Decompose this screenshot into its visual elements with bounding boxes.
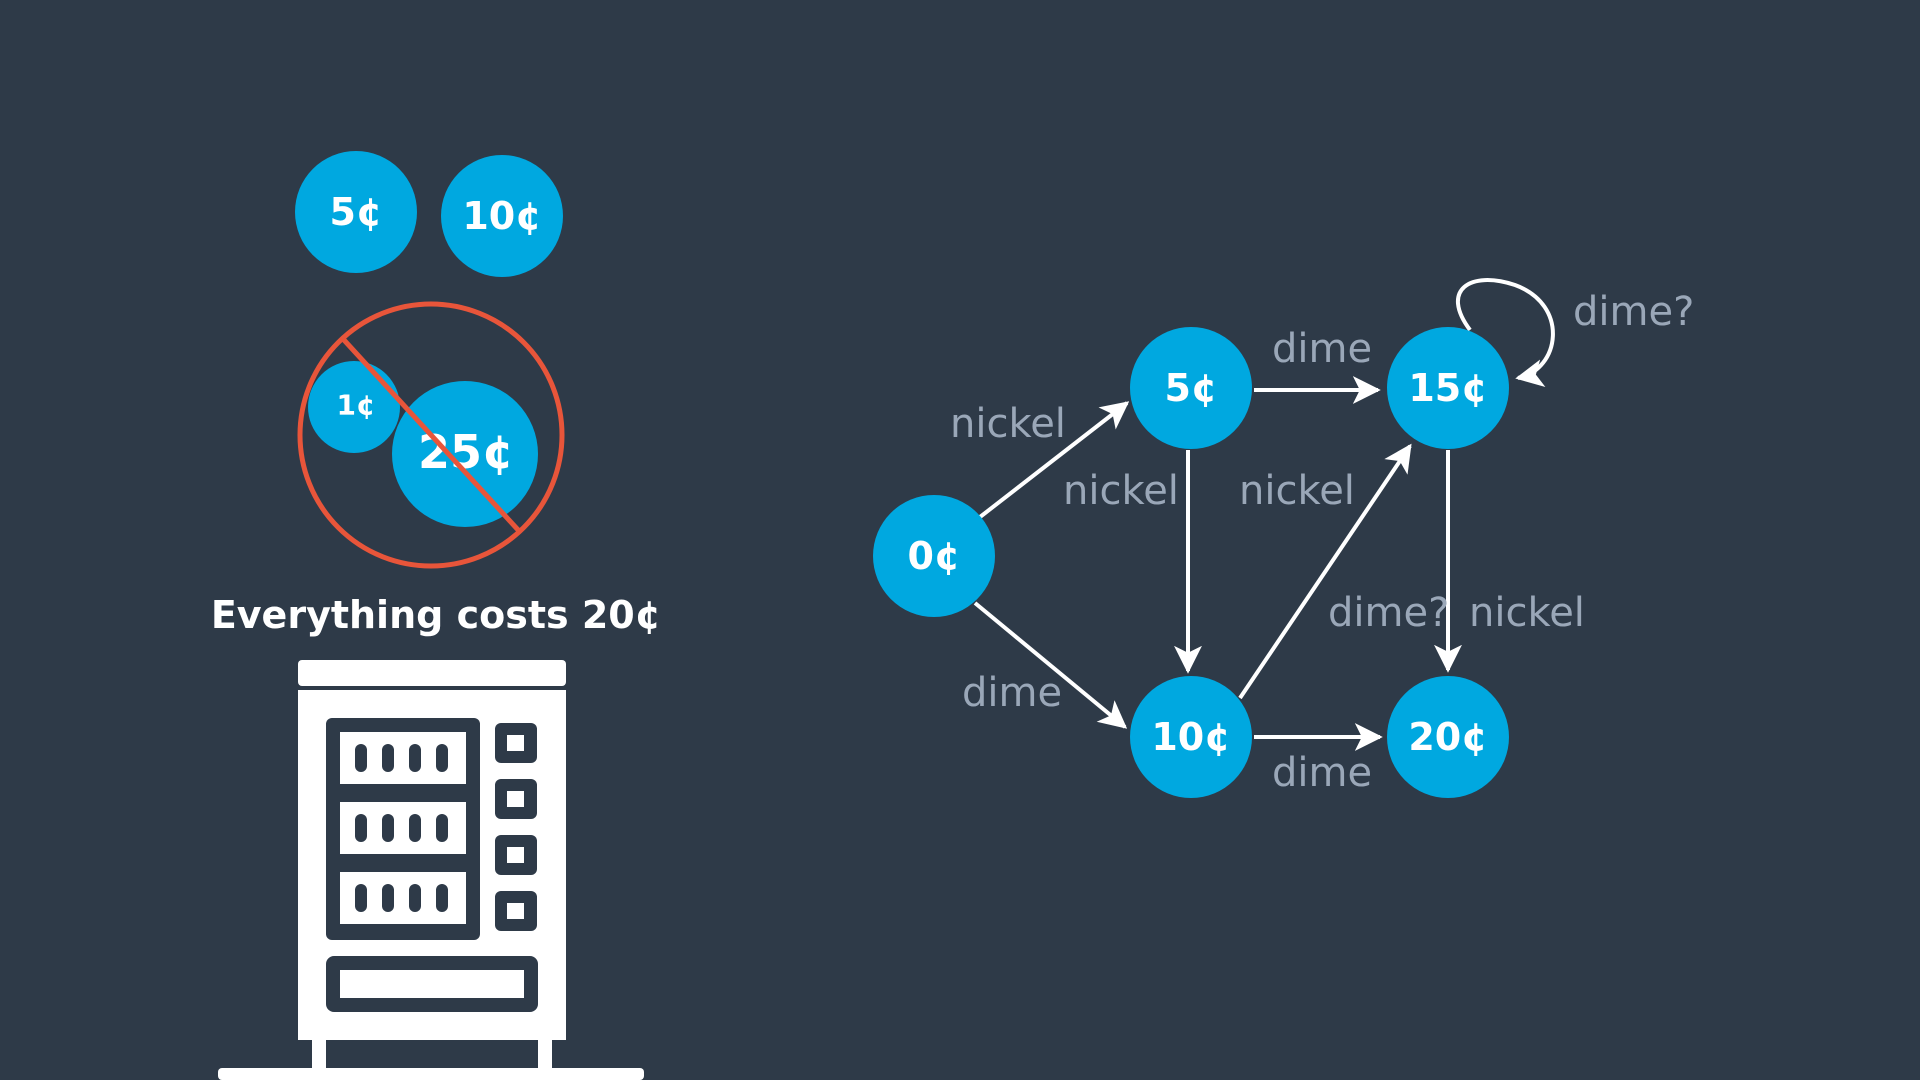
edge-s0-to-s5 [978,401,1130,519]
transition-edges [973,278,1555,751]
edge-label-s15-to-s15-question: dime? [1573,289,1694,335]
state-node-s15: 15¢ [1387,327,1509,449]
coin-penny-label: 1¢ [337,389,376,422]
state-node-s5: 5¢ [1130,327,1252,449]
edge-s0-to-s10 [973,601,1128,729]
state-label-s15: 15¢ [1408,366,1487,410]
rejected-coins: 1¢ 25¢ [297,301,565,569]
coin-dime-label: 10¢ [462,194,541,238]
state-node-s20: 20¢ [1387,676,1509,798]
coin-nickel-label: 5¢ [330,190,383,234]
state-circle-s5 [1130,327,1252,449]
state-circle-s0 [873,495,995,617]
accepted-coins: 5¢ 10¢ [295,151,563,277]
state-label-s10: 10¢ [1151,715,1230,759]
transition-labels: nickel dime dime nickel nickel dime nickel dime… [950,289,1694,796]
coin-quarter: 25¢ [392,381,538,527]
edge-label-s0-to-s5: nickel [950,401,1066,447]
coin-dime: 10¢ [441,155,563,277]
edge-label-s10-to-s15: nickel [1239,468,1355,514]
coin-penny: 1¢ [308,361,400,453]
edge-label-s10-to-s15-question: dime? [1328,590,1449,636]
prohibited-sign-icon [297,301,565,569]
state-nodes: 0¢ 5¢ 10¢ 15¢ 20¢ [873,327,1509,798]
edge-label-s5-to-s15: dime [1272,326,1372,372]
state-node-s0: 0¢ [873,495,995,617]
edge-label-s10-to-s20: dime [1272,750,1372,796]
state-label-s20: 20¢ [1408,715,1487,759]
edge-label-s0-to-s10: dime [962,670,1062,716]
state-node-s10: 10¢ [1130,676,1252,798]
self-loop-edge-s15 [1456,278,1555,387]
edge-label-s5-to-s10: nickel [1063,468,1179,514]
state-circle-s20 [1387,676,1509,798]
state-circle-s15 [1387,327,1509,449]
state-label-s5: 5¢ [1165,366,1218,410]
coin-nickel: 5¢ [295,151,417,273]
state-circle-s10 [1130,676,1252,798]
edge-s10-to-s15 [1238,443,1412,700]
price-caption: Everything costs 20¢ [211,593,661,637]
vending-machine-icon [218,660,644,1080]
edge-label-s15-to-s20: nickel [1469,590,1585,636]
state-label-s0: 0¢ [908,534,961,578]
